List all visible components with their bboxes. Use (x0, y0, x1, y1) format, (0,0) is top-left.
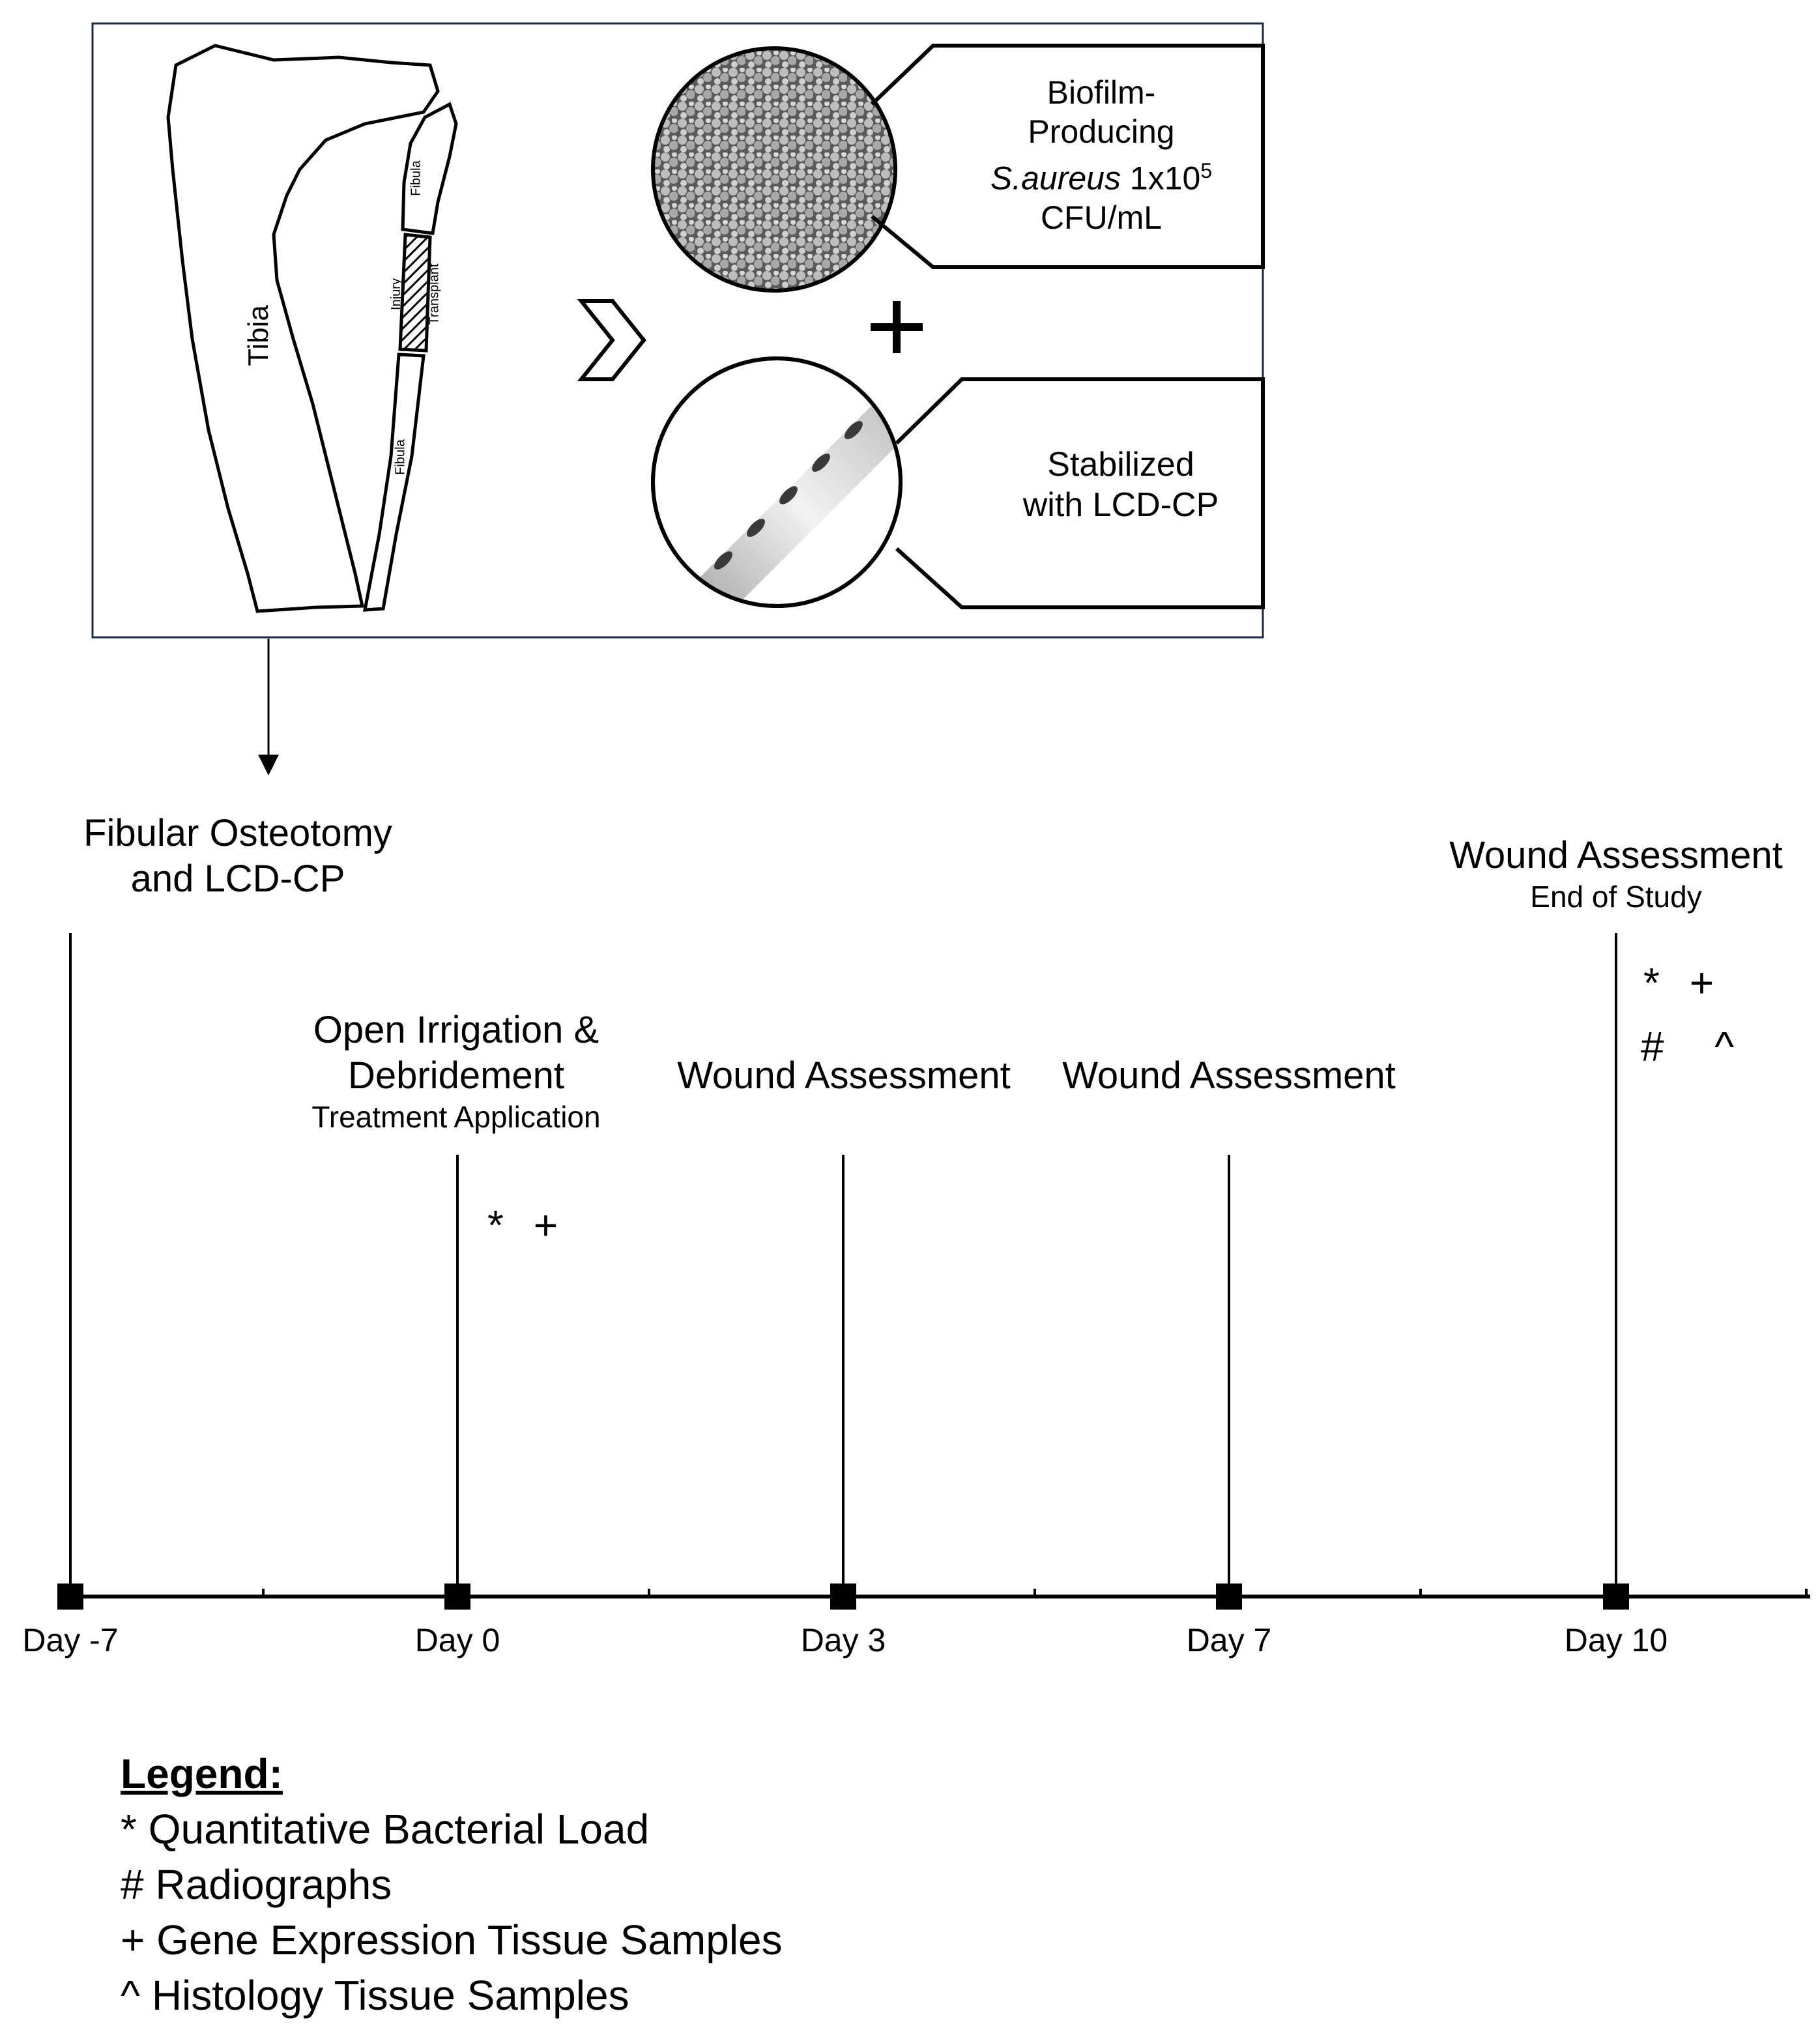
day-label-0: Day 0 (414, 1622, 500, 1658)
event-day0-sub: Treatment Application (311, 1100, 601, 1134)
event-day0-symbols: * + (487, 1202, 568, 1249)
event-day10-line1: Wound Assessment (1449, 834, 1783, 876)
event-day3-label: Wound Assessment (677, 1054, 1011, 1097)
marker-day10 (1603, 1583, 1629, 1610)
biofilm-unit: CFU/mL (1040, 199, 1163, 236)
legend-item: + Gene Expression Tissue Samples (121, 1916, 783, 1963)
fibula-upper-outline (401, 102, 458, 235)
legend-item: * Quantitative Bacterial Load (121, 1806, 650, 1853)
plate-text: Stabilized with LCD-CP (990, 444, 1251, 525)
tibia-outline (166, 44, 440, 613)
day-label-7: Day 7 (1186, 1622, 1272, 1658)
injury-label: Injury (388, 278, 403, 310)
tibia-label: Tibia (242, 305, 274, 366)
biofilm-line2: Producing (1028, 113, 1175, 150)
fibula-lower-label: Fibula (393, 439, 408, 475)
marker-day0 (444, 1583, 470, 1610)
event-day0-label: Open Irrigation & Debridement Treatment … (261, 1007, 652, 1135)
event-day0-line2: Debridement (347, 1054, 565, 1097)
biofilm-exponent: 5 (1200, 159, 1213, 182)
legend: Legend: * Quantitative Bacterial Load # … (121, 1746, 783, 2023)
plate-callout (895, 377, 1265, 609)
event-day7-label: Wound Assessment (1062, 1054, 1396, 1097)
legend-title: Legend: (121, 1750, 283, 1797)
plate-line1: Stabilized (1047, 446, 1194, 484)
biofilm-image (651, 46, 897, 293)
biofilm-line1: Biofilm- (1047, 74, 1156, 111)
minor-ticks (262, 1589, 1808, 1597)
panel-arrow-head (258, 755, 279, 775)
transplant-label: Transplant (427, 263, 442, 325)
fibula-lower-outline (362, 353, 426, 612)
chevron-arrow-icon (577, 299, 646, 381)
panel-border (91, 22, 1264, 639)
event-day10-symbols-row2: # ^ (1641, 1023, 1744, 1070)
event-day-minus7-label: Fibular Osteotomy and LCD-CP (39, 811, 437, 902)
event-day-minus7-line2: and LCD-CP (130, 858, 345, 900)
legend-item: # Radiographs (121, 1861, 392, 1908)
marker-day3 (830, 1583, 856, 1610)
legend-item: ^ Histology Tissue Samples (121, 1972, 629, 2019)
event-day0-line1: Open Irrigation & (313, 1009, 599, 1051)
plus-vertical (893, 301, 901, 353)
biofilm-callout (870, 44, 1265, 269)
event-day-minus7-line1: Fibular Osteotomy (83, 812, 392, 854)
biofilm-line3: S.aureus 1x105 (951, 151, 1251, 198)
day-label-3: Day 3 (800, 1622, 886, 1658)
marker-day7 (1216, 1583, 1242, 1610)
plate-line2: with LCD-CP (1022, 486, 1219, 524)
day-label-10: Day 10 (1564, 1622, 1668, 1658)
biofilm-conc: 1x10 (1129, 160, 1201, 197)
event-day10-label: Wound Assessment End of Study (1427, 833, 1805, 915)
biofilm-organism: S.aureus (990, 160, 1121, 197)
event-day10-symbols-row1: * + (1643, 959, 1724, 1006)
fibula-upper-label: Fibula (409, 160, 424, 196)
biofilm-text: Biofilm- Producing S.aureus 1x105 CFU/mL (951, 73, 1251, 237)
transplant-segment (398, 233, 432, 353)
marker-day-minus7 (57, 1583, 83, 1610)
day-label-minus7: Day -7 (22, 1622, 119, 1658)
event-day10-sub: End of Study (1530, 880, 1702, 914)
